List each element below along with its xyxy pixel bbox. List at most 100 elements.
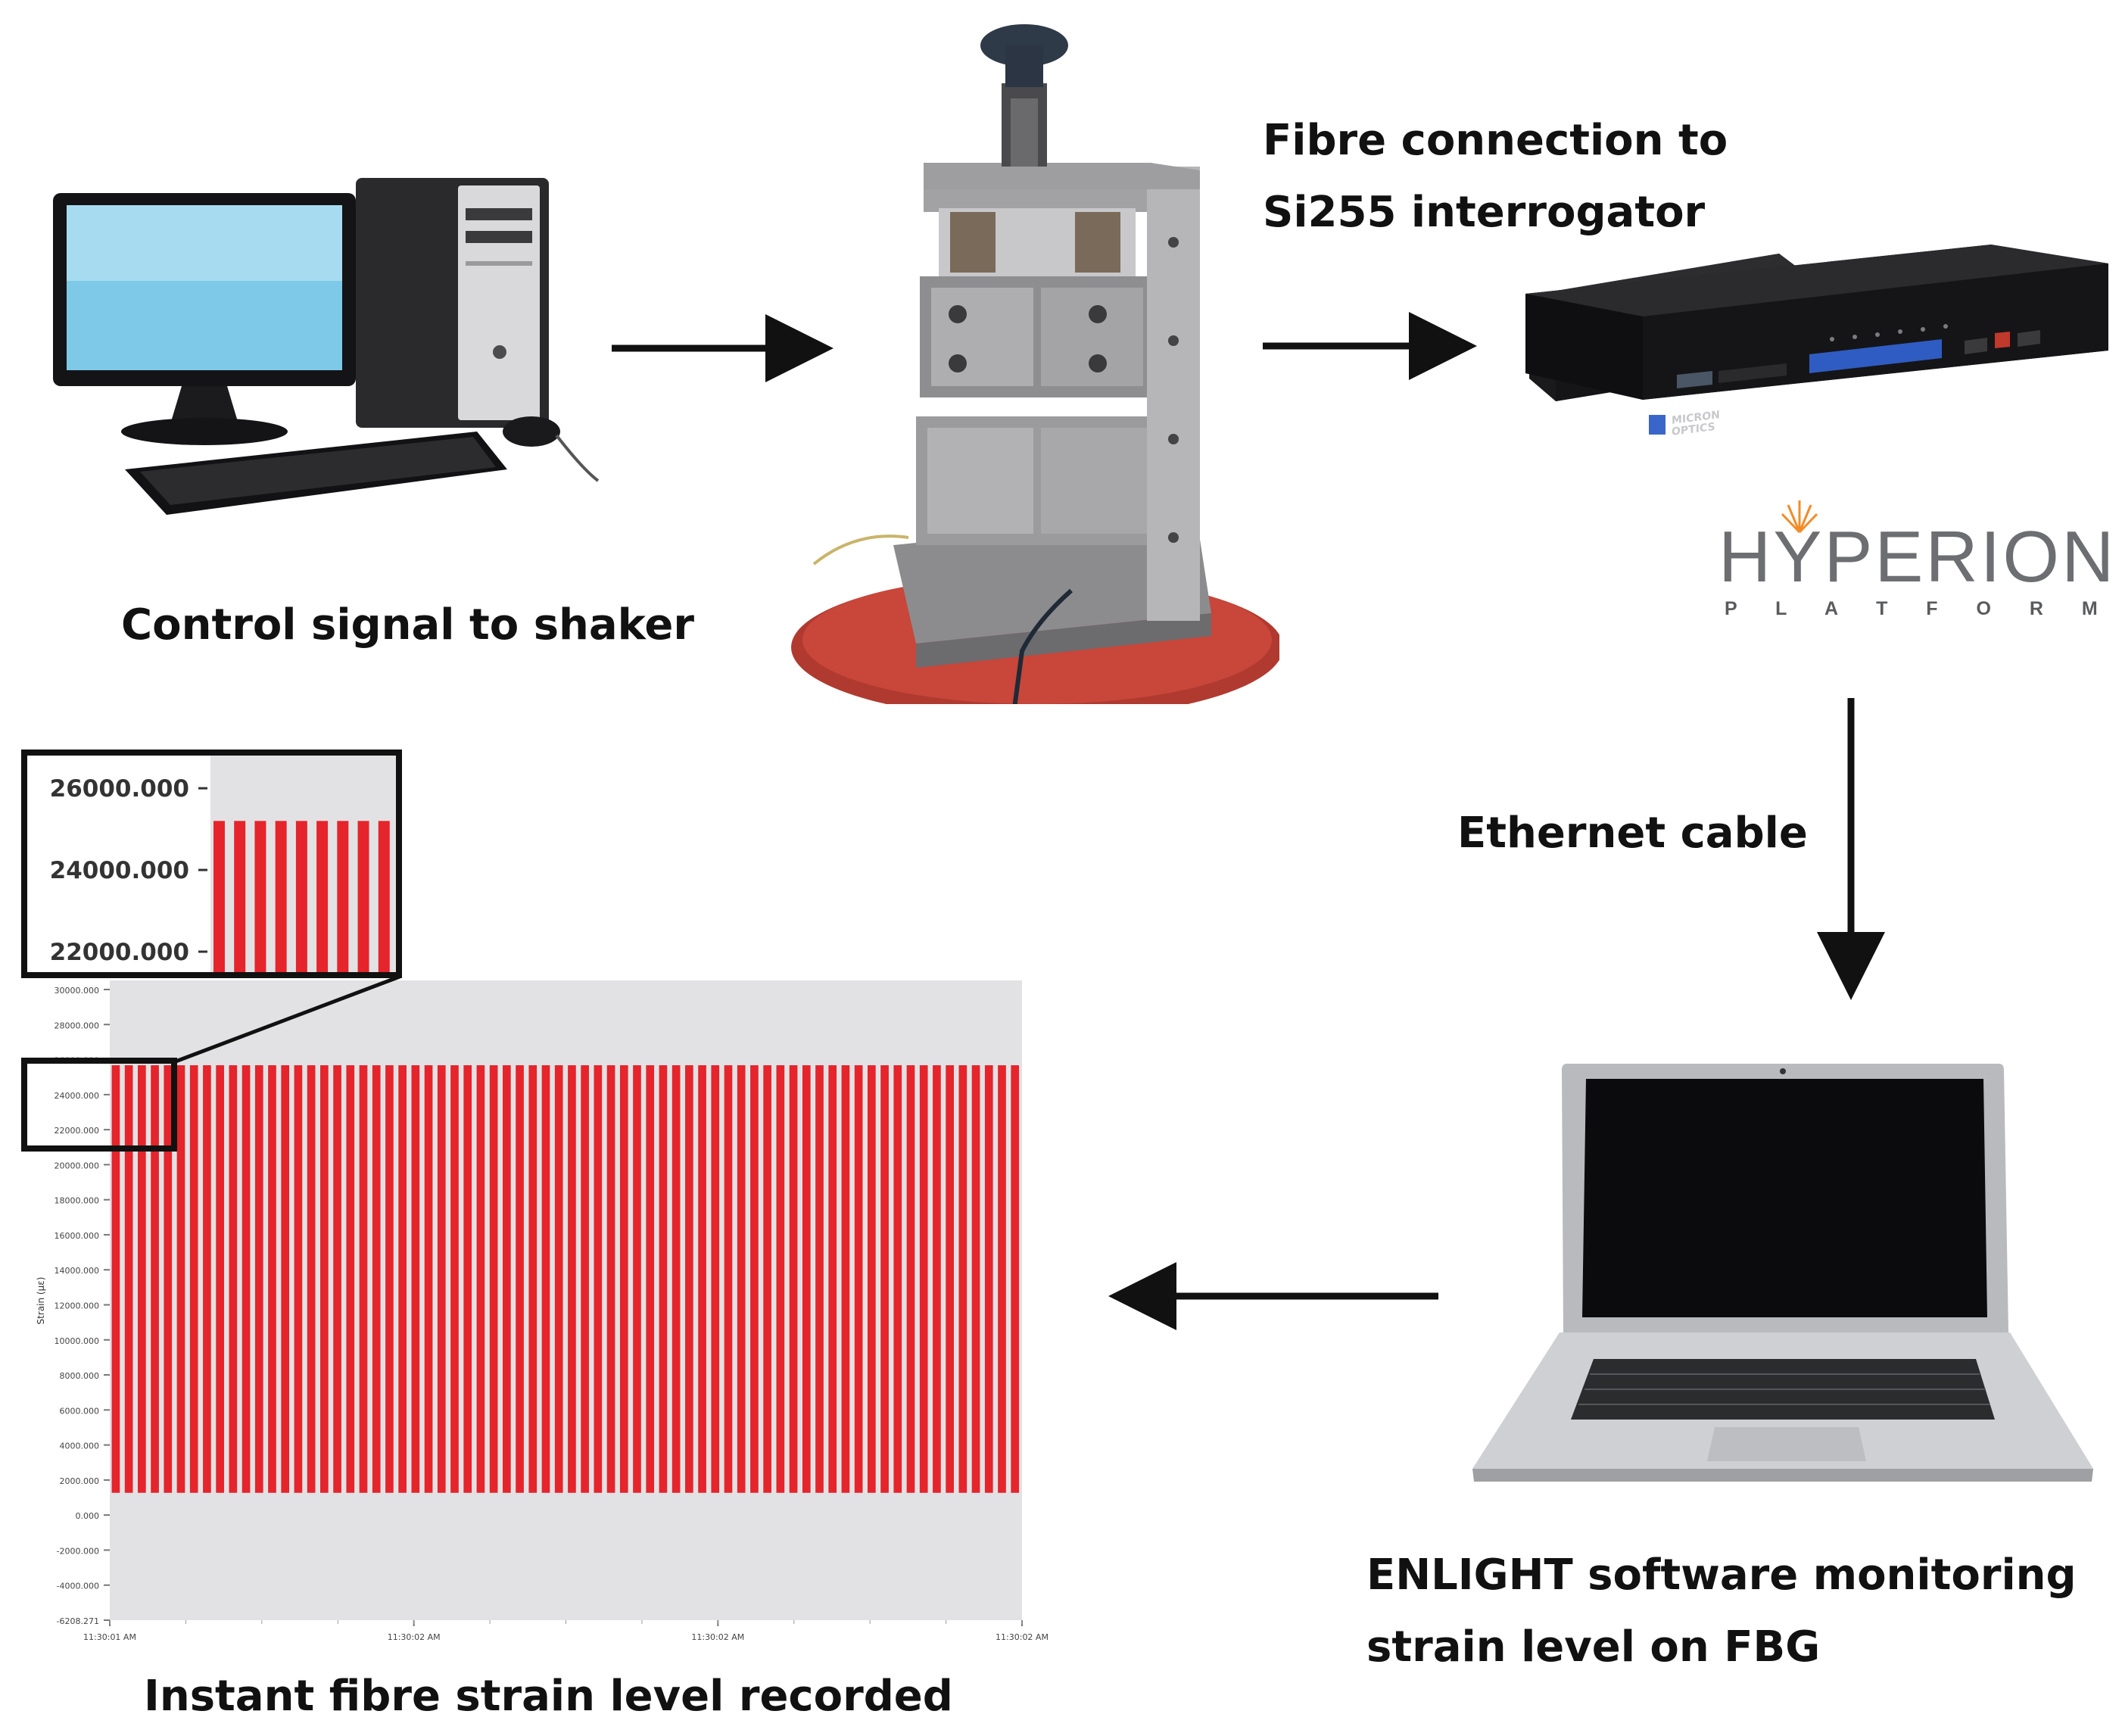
micron-optics-logo-icon	[1649, 415, 1666, 435]
signal-cycle-bar	[659, 1065, 668, 1493]
hyperion-logo-text: HYPERION	[1718, 516, 2117, 597]
laptop-icon	[1472, 1064, 2093, 1482]
signal-cycle-bar	[698, 1065, 706, 1493]
x-tick-label: 11:30:02 AM	[996, 1632, 1049, 1642]
signal-cycle-bar	[424, 1065, 433, 1493]
caption-control-signal: Control signal to shaker	[121, 600, 695, 650]
y-tick-label: 14000.000	[55, 1266, 100, 1276]
signal-cycle-bar	[633, 1065, 641, 1493]
y-tick-label: 0.000	[76, 1511, 100, 1521]
caption-fibre-connection-2: Si255 interrogator	[1263, 188, 1706, 237]
signal-cycle-bar	[854, 1065, 863, 1493]
signal-cycle-bar	[971, 1065, 980, 1493]
signal-cycle-bar	[216, 1065, 224, 1493]
zoom-cycle-bar	[378, 821, 390, 972]
signal-bars	[111, 1065, 1020, 1493]
caption-instant-strain: Instant fibre strain level recorded	[144, 1672, 953, 1721]
y-tick-label: 10000.000	[55, 1336, 100, 1346]
zoom-cycle-bar	[357, 821, 369, 972]
signal-cycle-bar	[307, 1065, 316, 1493]
signal-cycle-bar	[385, 1065, 394, 1493]
signal-cycle-bar	[868, 1065, 876, 1493]
shaker-fixture-icon	[791, 24, 1279, 704]
signal-cycle-bar	[711, 1065, 720, 1493]
signal-cycle-bar	[346, 1065, 355, 1493]
interrogator-chassis	[1525, 245, 2108, 400]
y-tick-label: -4000.000	[57, 1582, 99, 1591]
zoom-cycle-bar	[254, 821, 266, 972]
signal-cycle-bar	[516, 1065, 524, 1493]
zoom-signal-bars	[213, 821, 390, 972]
y-tick-label: 28000.000	[55, 1021, 100, 1030]
signal-cycle-bar	[906, 1065, 915, 1493]
signal-cycle-bar	[919, 1065, 928, 1493]
y-tick-label: 4000.000	[60, 1441, 100, 1451]
zoom-cycle-bar	[213, 821, 225, 972]
zoom-y-tick-label: 24000.000	[50, 857, 189, 884]
y-tick-label: 18000.000	[55, 1196, 100, 1206]
y-tick-label: 30000.000	[55, 986, 100, 996]
signal-cycle-bar	[776, 1065, 785, 1493]
desktop-computer-icon	[53, 178, 600, 515]
signal-cycle-bar	[229, 1065, 238, 1493]
signal-cycle-bar	[294, 1065, 303, 1493]
strain-time-chart: 30000.00028000.00026000.00024000.0002200…	[36, 980, 1049, 1642]
signal-cycle-bar	[359, 1065, 368, 1493]
signal-cycle-bar	[554, 1065, 563, 1493]
y-tick-label: 24000.000	[55, 1091, 100, 1101]
signal-cycle-bar	[489, 1065, 498, 1493]
y-axis-label: Strain (µε)	[36, 1277, 46, 1325]
signal-cycle-bar	[984, 1065, 993, 1493]
signal-cycle-bar	[763, 1065, 771, 1493]
signal-cycle-bar	[164, 1065, 173, 1493]
y-tick-label: -6208.271	[57, 1616, 99, 1626]
signal-cycle-bar	[646, 1065, 655, 1493]
signal-cycle-bar	[503, 1065, 511, 1493]
zoom-cycle-bar	[275, 821, 287, 972]
signal-cycle-bar	[998, 1065, 1006, 1493]
y-tick-label: 20000.000	[55, 1161, 100, 1170]
signal-cycle-bar	[789, 1065, 798, 1493]
zoom-y-tick-label: 26000.000	[50, 775, 189, 803]
y-tick-label: 22000.000	[55, 1126, 100, 1136]
signal-cycle-bar	[138, 1065, 146, 1493]
signal-cycle-bar	[398, 1065, 407, 1493]
signal-cycle-bar	[946, 1065, 954, 1493]
signal-cycle-bar	[802, 1065, 811, 1493]
signal-cycle-bar	[437, 1065, 446, 1493]
signal-cycle-bar	[320, 1065, 329, 1493]
zoom-cycle-bar	[337, 821, 349, 972]
signal-cycle-bar	[241, 1065, 251, 1493]
x-tick-label: 11:30:02 AM	[388, 1632, 441, 1642]
signal-cycle-bar	[568, 1065, 576, 1493]
caption-enlight-2: strain level on FBG	[1366, 1622, 1821, 1672]
signal-cycle-bar	[724, 1065, 733, 1493]
caption-ethernet: Ethernet cable	[1457, 809, 1808, 858]
x-tick-label: 11:30:02 AM	[691, 1632, 744, 1642]
signal-cycle-bar	[372, 1065, 381, 1493]
zoom-cycle-bar	[234, 821, 246, 972]
y-tick-label: 8000.000	[60, 1371, 100, 1381]
signal-cycle-bar	[124, 1065, 133, 1493]
signal-cycle-bar	[880, 1065, 889, 1493]
signal-cycle-bar	[528, 1065, 538, 1493]
platform-logo-text: P L A T F O R M	[1725, 598, 2114, 619]
zoom-cycle-bar	[295, 821, 307, 972]
signal-cycle-bar	[111, 1065, 120, 1493]
y-tick-label: -2000.000	[57, 1546, 99, 1556]
signal-cycle-bar	[254, 1065, 263, 1493]
signal-cycle-bar	[189, 1065, 198, 1493]
signal-cycle-bar	[541, 1065, 550, 1493]
signal-cycle-bar	[411, 1065, 420, 1493]
y-tick-label: 12000.000	[55, 1301, 100, 1311]
signal-cycle-bar	[933, 1065, 941, 1493]
y-tick-label: 6000.000	[60, 1406, 100, 1416]
signal-cycle-bar	[450, 1065, 459, 1493]
signal-cycle-bar	[581, 1065, 589, 1493]
zoom-cycle-bar	[316, 821, 329, 972]
signal-cycle-bar	[151, 1065, 159, 1493]
signal-cycle-bar	[619, 1065, 628, 1493]
